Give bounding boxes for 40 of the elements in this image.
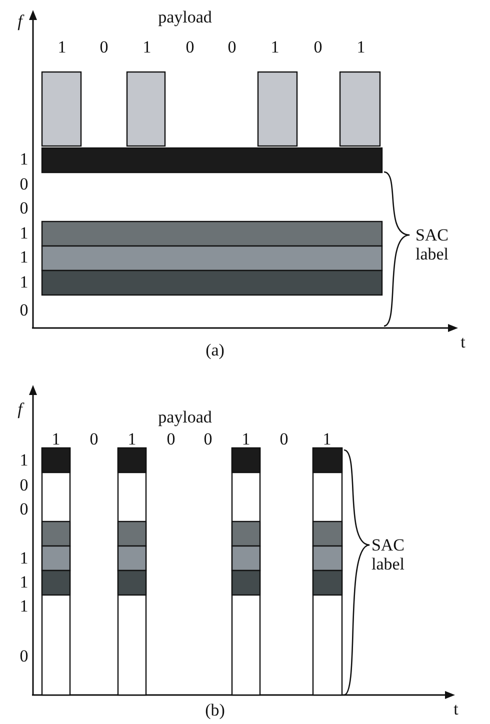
- bit-value: 1: [128, 430, 136, 450]
- label-bit-value: 1: [20, 452, 28, 470]
- bit-value: 1: [242, 430, 250, 450]
- label-bit-value: 1: [20, 248, 28, 268]
- bit-value: 1: [58, 38, 66, 58]
- bit-value: 1: [322, 430, 332, 450]
- bit-value: 1: [270, 38, 280, 58]
- payload-heading: payload: [158, 408, 212, 428]
- panel-caption: (a): [206, 342, 224, 360]
- axis-label: f: [18, 12, 22, 32]
- label-bit-value: 0: [20, 176, 28, 194]
- label-bit-value: 1: [20, 224, 28, 244]
- bit-value: 0: [228, 38, 236, 58]
- bit-value: 0: [314, 38, 322, 58]
- panel-caption: (b): [205, 702, 225, 720]
- sac-label-text: SAC label: [414, 226, 450, 264]
- bit-value: 0: [280, 430, 288, 450]
- bit-value: 0: [90, 430, 98, 450]
- payload-heading: payload: [158, 8, 212, 28]
- bit-value: 0: [204, 430, 212, 450]
- label-bit-value: 0: [20, 200, 28, 218]
- label-bit-value: 1: [20, 550, 28, 568]
- sac-label-text: SAC label: [370, 536, 406, 574]
- bit-value: 0: [100, 38, 108, 58]
- bit-value: 0: [186, 38, 194, 58]
- label-bit-value: 1: [20, 598, 28, 616]
- label-bit-value: 0: [20, 648, 28, 666]
- bit-value: 1: [356, 38, 366, 58]
- axis-label: f: [18, 400, 22, 420]
- label-bit-value: 1: [20, 574, 28, 592]
- label-bit-value: 0: [20, 500, 28, 520]
- bit-value: 1: [52, 430, 60, 450]
- bit-value: 0: [166, 430, 176, 450]
- label-bit-value: 1: [20, 274, 28, 292]
- axis-label: t: [460, 334, 466, 352]
- axis-label: t: [454, 700, 458, 720]
- bit-value: 1: [142, 38, 152, 58]
- label-bit-value: 0: [20, 302, 28, 320]
- label-bit-value: 0: [20, 476, 28, 496]
- label-bit-value: 1: [20, 150, 28, 170]
